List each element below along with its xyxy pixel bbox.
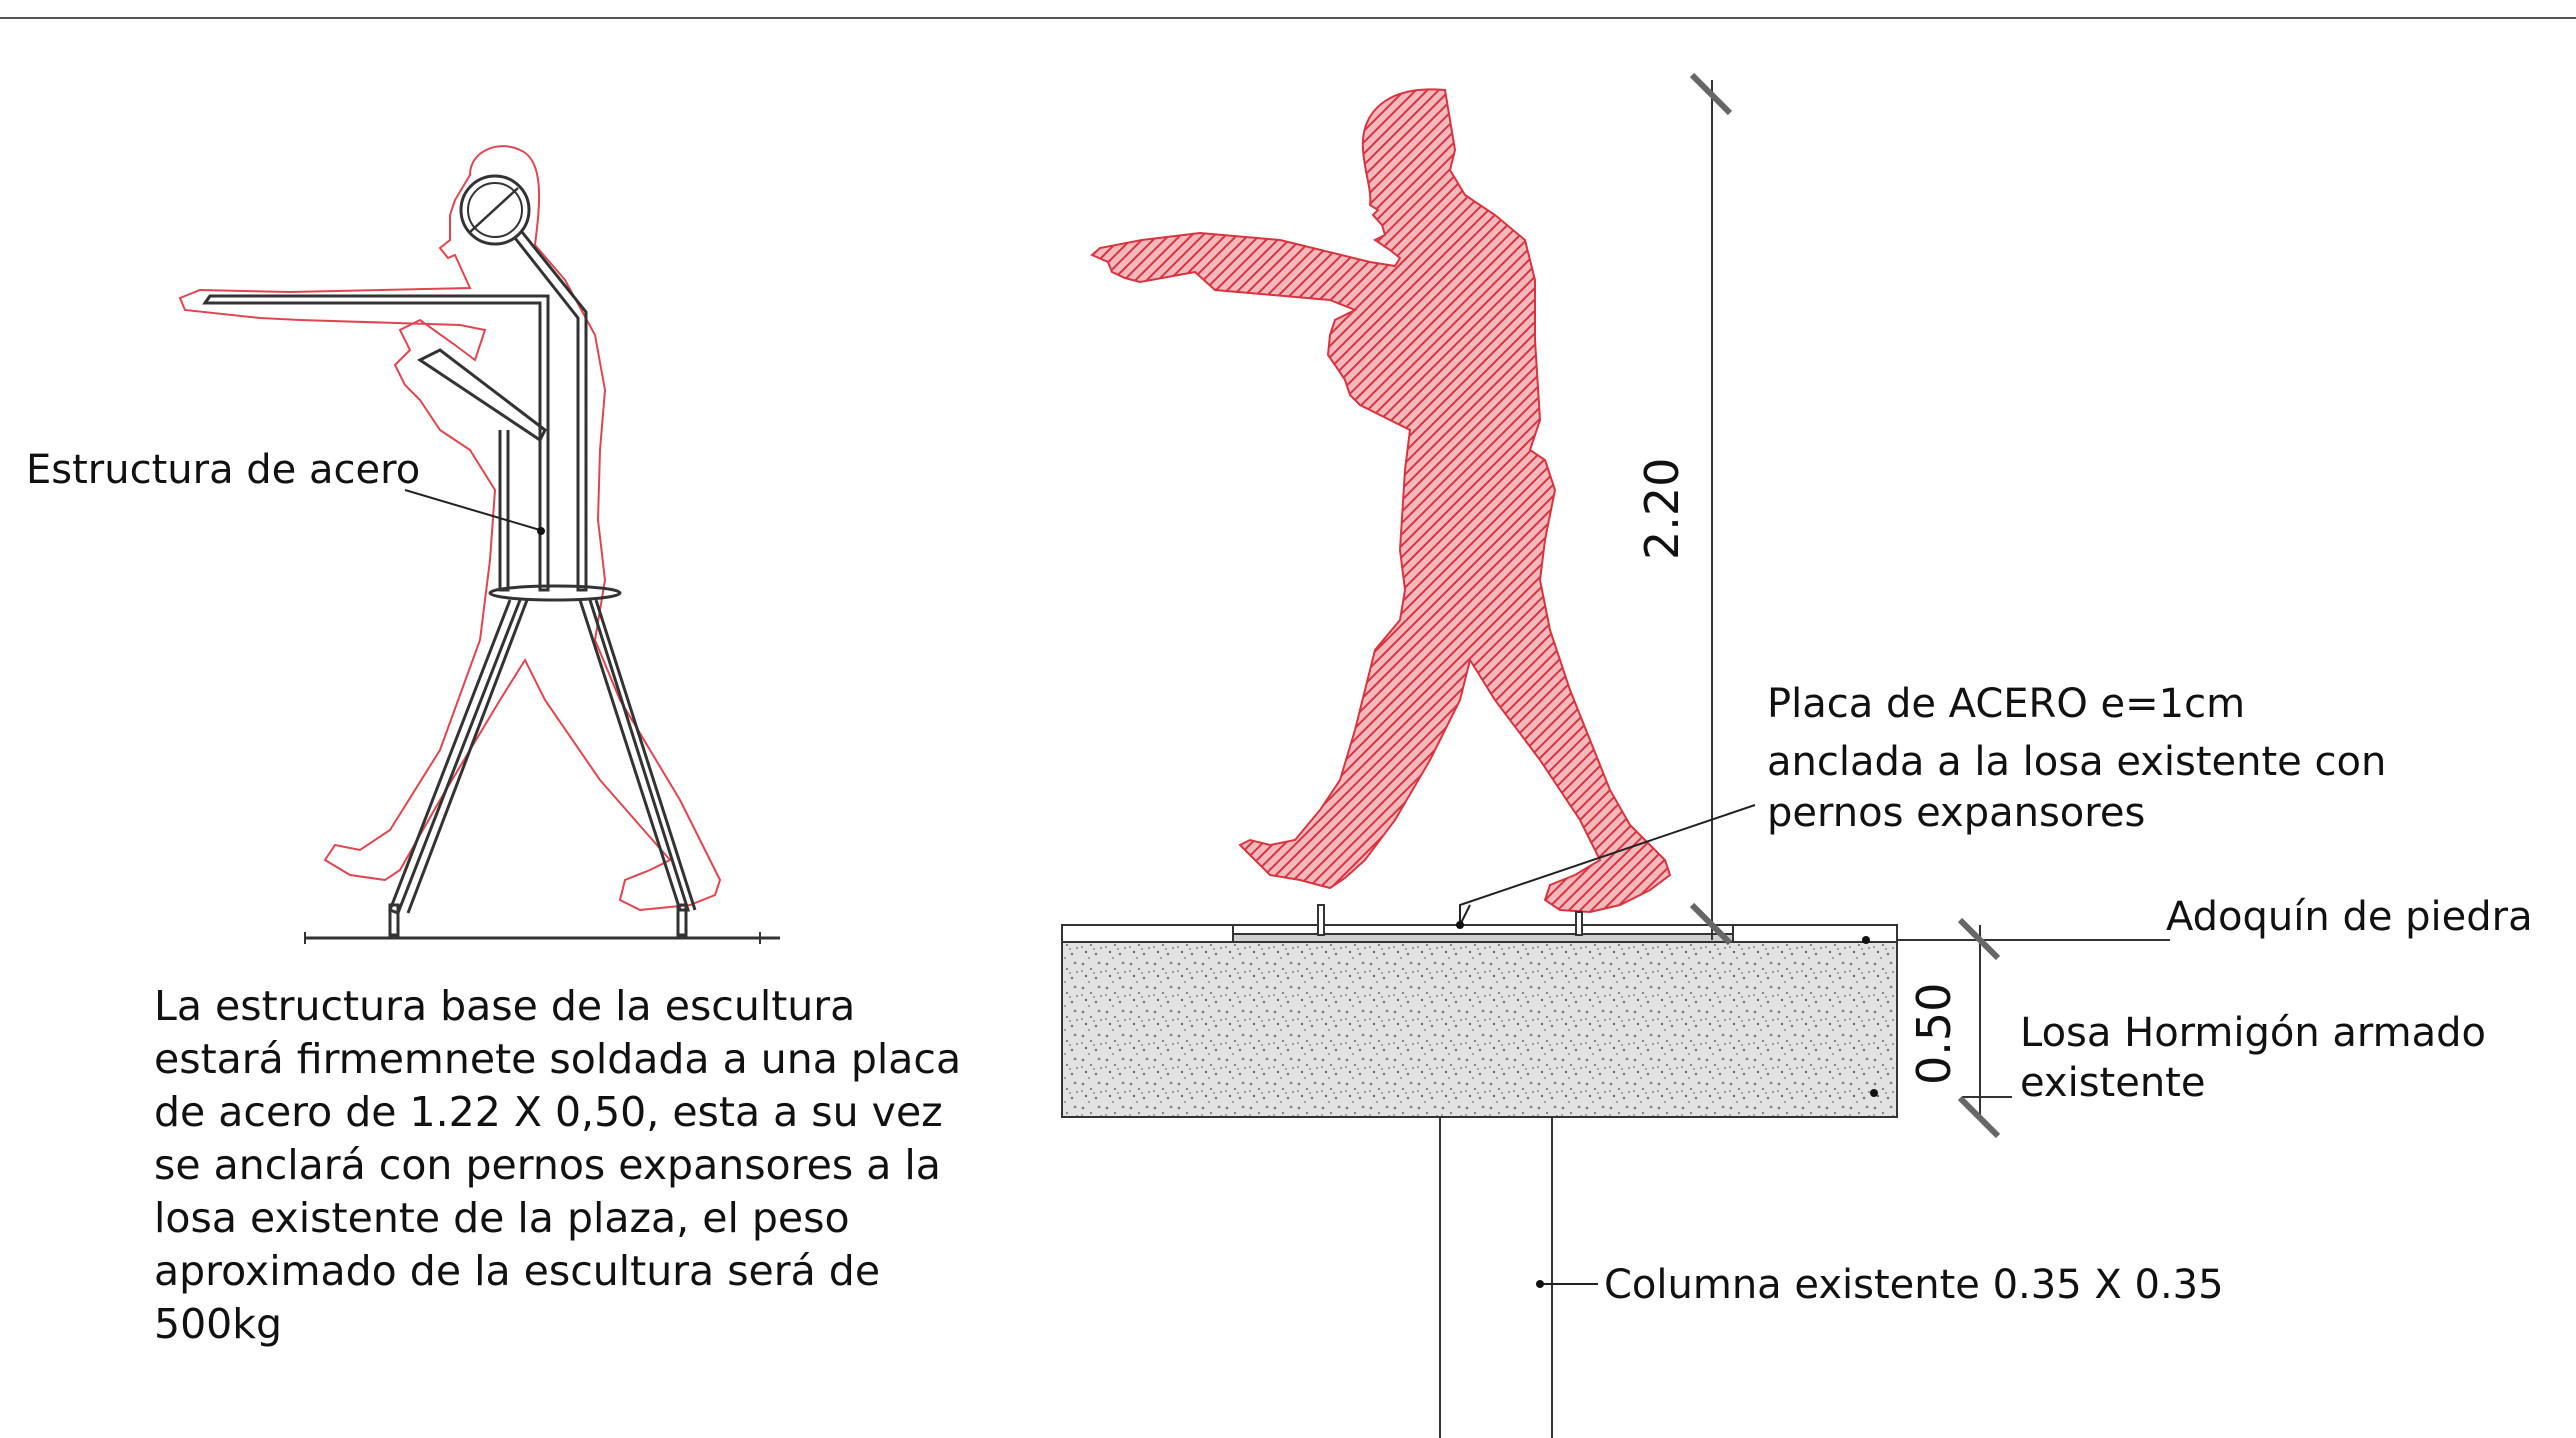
plate-label-line2: anclada a la losa existente con (1767, 739, 2386, 785)
slab-dimension-text: 0.50 (1907, 983, 1961, 1085)
description-line: aproximado de la escultura será de (154, 1247, 881, 1295)
height-dimension-text: 2.20 (1635, 458, 1689, 560)
plate-label-line3: pernos expansores (1767, 790, 2145, 836)
description-line: de acero de 1.22 X 0,50, esta a su vez (154, 1088, 943, 1136)
existing-column (1439, 1117, 1553, 1438)
description-line: se anclará con pernos expansores a la (154, 1141, 941, 1189)
head-ring (459, 174, 531, 246)
description-text: La estructura base de la escultura estar… (154, 980, 1014, 1351)
slab-dimension (1897, 917, 2170, 1139)
concrete-slab (1061, 941, 1898, 1118)
plate-label-line1: Placa de ACERO e=1cm (1767, 681, 2245, 727)
description-line: La estructura base de la escultura (154, 982, 856, 1030)
paver-label: Adoquín de piedra (2166, 894, 2533, 940)
steel-structure-figure (178, 145, 780, 944)
sculpture-outline (178, 145, 722, 912)
description-line: 500kg (154, 1300, 283, 1348)
steel-structure-label: Estructura de acero (26, 447, 420, 493)
description-line: losa existente de la plaza, el peso (154, 1194, 850, 1242)
slab-label-line2: existente (2020, 1060, 2205, 1106)
steel-plate (1232, 933, 1734, 943)
column-label: Columna existente 0.35 X 0.35 (1604, 1262, 2224, 1308)
sculpture-silhouette (1090, 88, 1672, 914)
description-line: estará firmemnete soldada a una placa (154, 1035, 962, 1083)
height-dimension (1689, 72, 1733, 946)
slab-label-line1: Losa Hormigón armado (2020, 1010, 2486, 1056)
